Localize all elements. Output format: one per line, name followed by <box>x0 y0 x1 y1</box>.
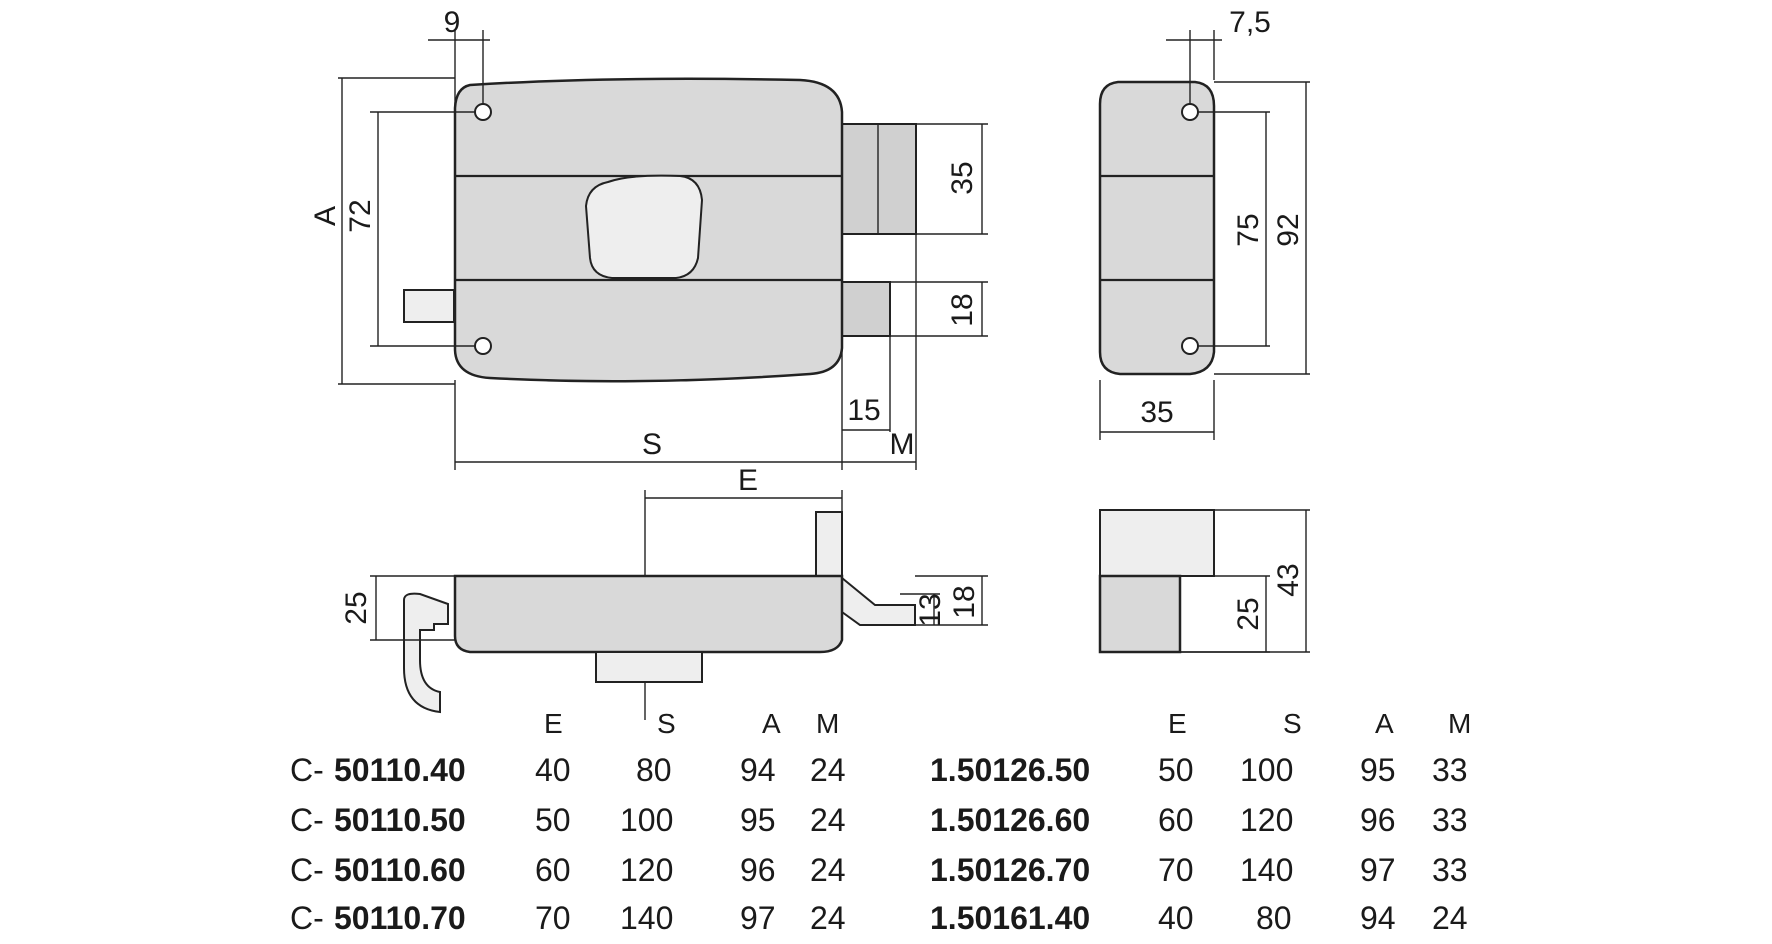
dim-7-5: 7,5 <box>1229 6 1271 39</box>
model-code: 50110.70 <box>334 900 466 936</box>
model-code: 1.50126.50 <box>930 752 1091 788</box>
model-code: 50110.50 <box>334 802 466 838</box>
top-view <box>370 511 988 714</box>
header-E: E <box>544 708 563 739</box>
dim-9: 9 <box>444 6 461 39</box>
latch-bolt <box>403 289 455 323</box>
cylinder-stub <box>595 651 703 683</box>
dim-M: M <box>890 428 915 461</box>
model-code: 1.50126.60 <box>930 802 1091 838</box>
top-body <box>453 574 844 654</box>
dim-18: 18 <box>946 293 979 326</box>
model-code: 50110.60 <box>334 852 466 888</box>
dim-43: 43 <box>1272 563 1305 596</box>
side-view <box>1098 30 1310 440</box>
header-M: M <box>816 708 840 739</box>
dim-25-side: 25 <box>1232 597 1265 630</box>
dim-S: S <box>642 428 662 461</box>
dim-25: 25 <box>340 591 373 624</box>
header-S: S <box>1283 708 1302 739</box>
header-A: A <box>762 708 781 739</box>
model-code: 1.50161.40 <box>930 900 1091 936</box>
header-E: E <box>1168 708 1187 739</box>
header-S: S <box>657 708 676 739</box>
header-M: M <box>1448 708 1472 739</box>
dim-13: 13 <box>914 593 947 626</box>
model-code: 50110.40 <box>334 752 466 788</box>
dim-15: 15 <box>847 394 880 427</box>
front-view <box>338 30 988 720</box>
dim-35: 35 <box>946 161 979 194</box>
dim-72: 72 <box>344 199 377 232</box>
dim-A: A <box>309 206 342 226</box>
latch-hook <box>403 592 449 714</box>
dim-35-side: 35 <box>1140 396 1173 429</box>
model-code: 1.50126.70 <box>930 852 1091 888</box>
lock-knob <box>584 174 704 279</box>
header-A: A <box>1375 708 1394 739</box>
dead-bolt <box>837 123 917 235</box>
dim-75: 75 <box>1232 213 1265 246</box>
dim-E: E <box>738 464 758 497</box>
dim-18b: 18 <box>948 585 981 618</box>
end-view <box>1098 509 1310 654</box>
dim-92: 92 <box>1272 213 1305 246</box>
side-body <box>1098 80 1216 376</box>
